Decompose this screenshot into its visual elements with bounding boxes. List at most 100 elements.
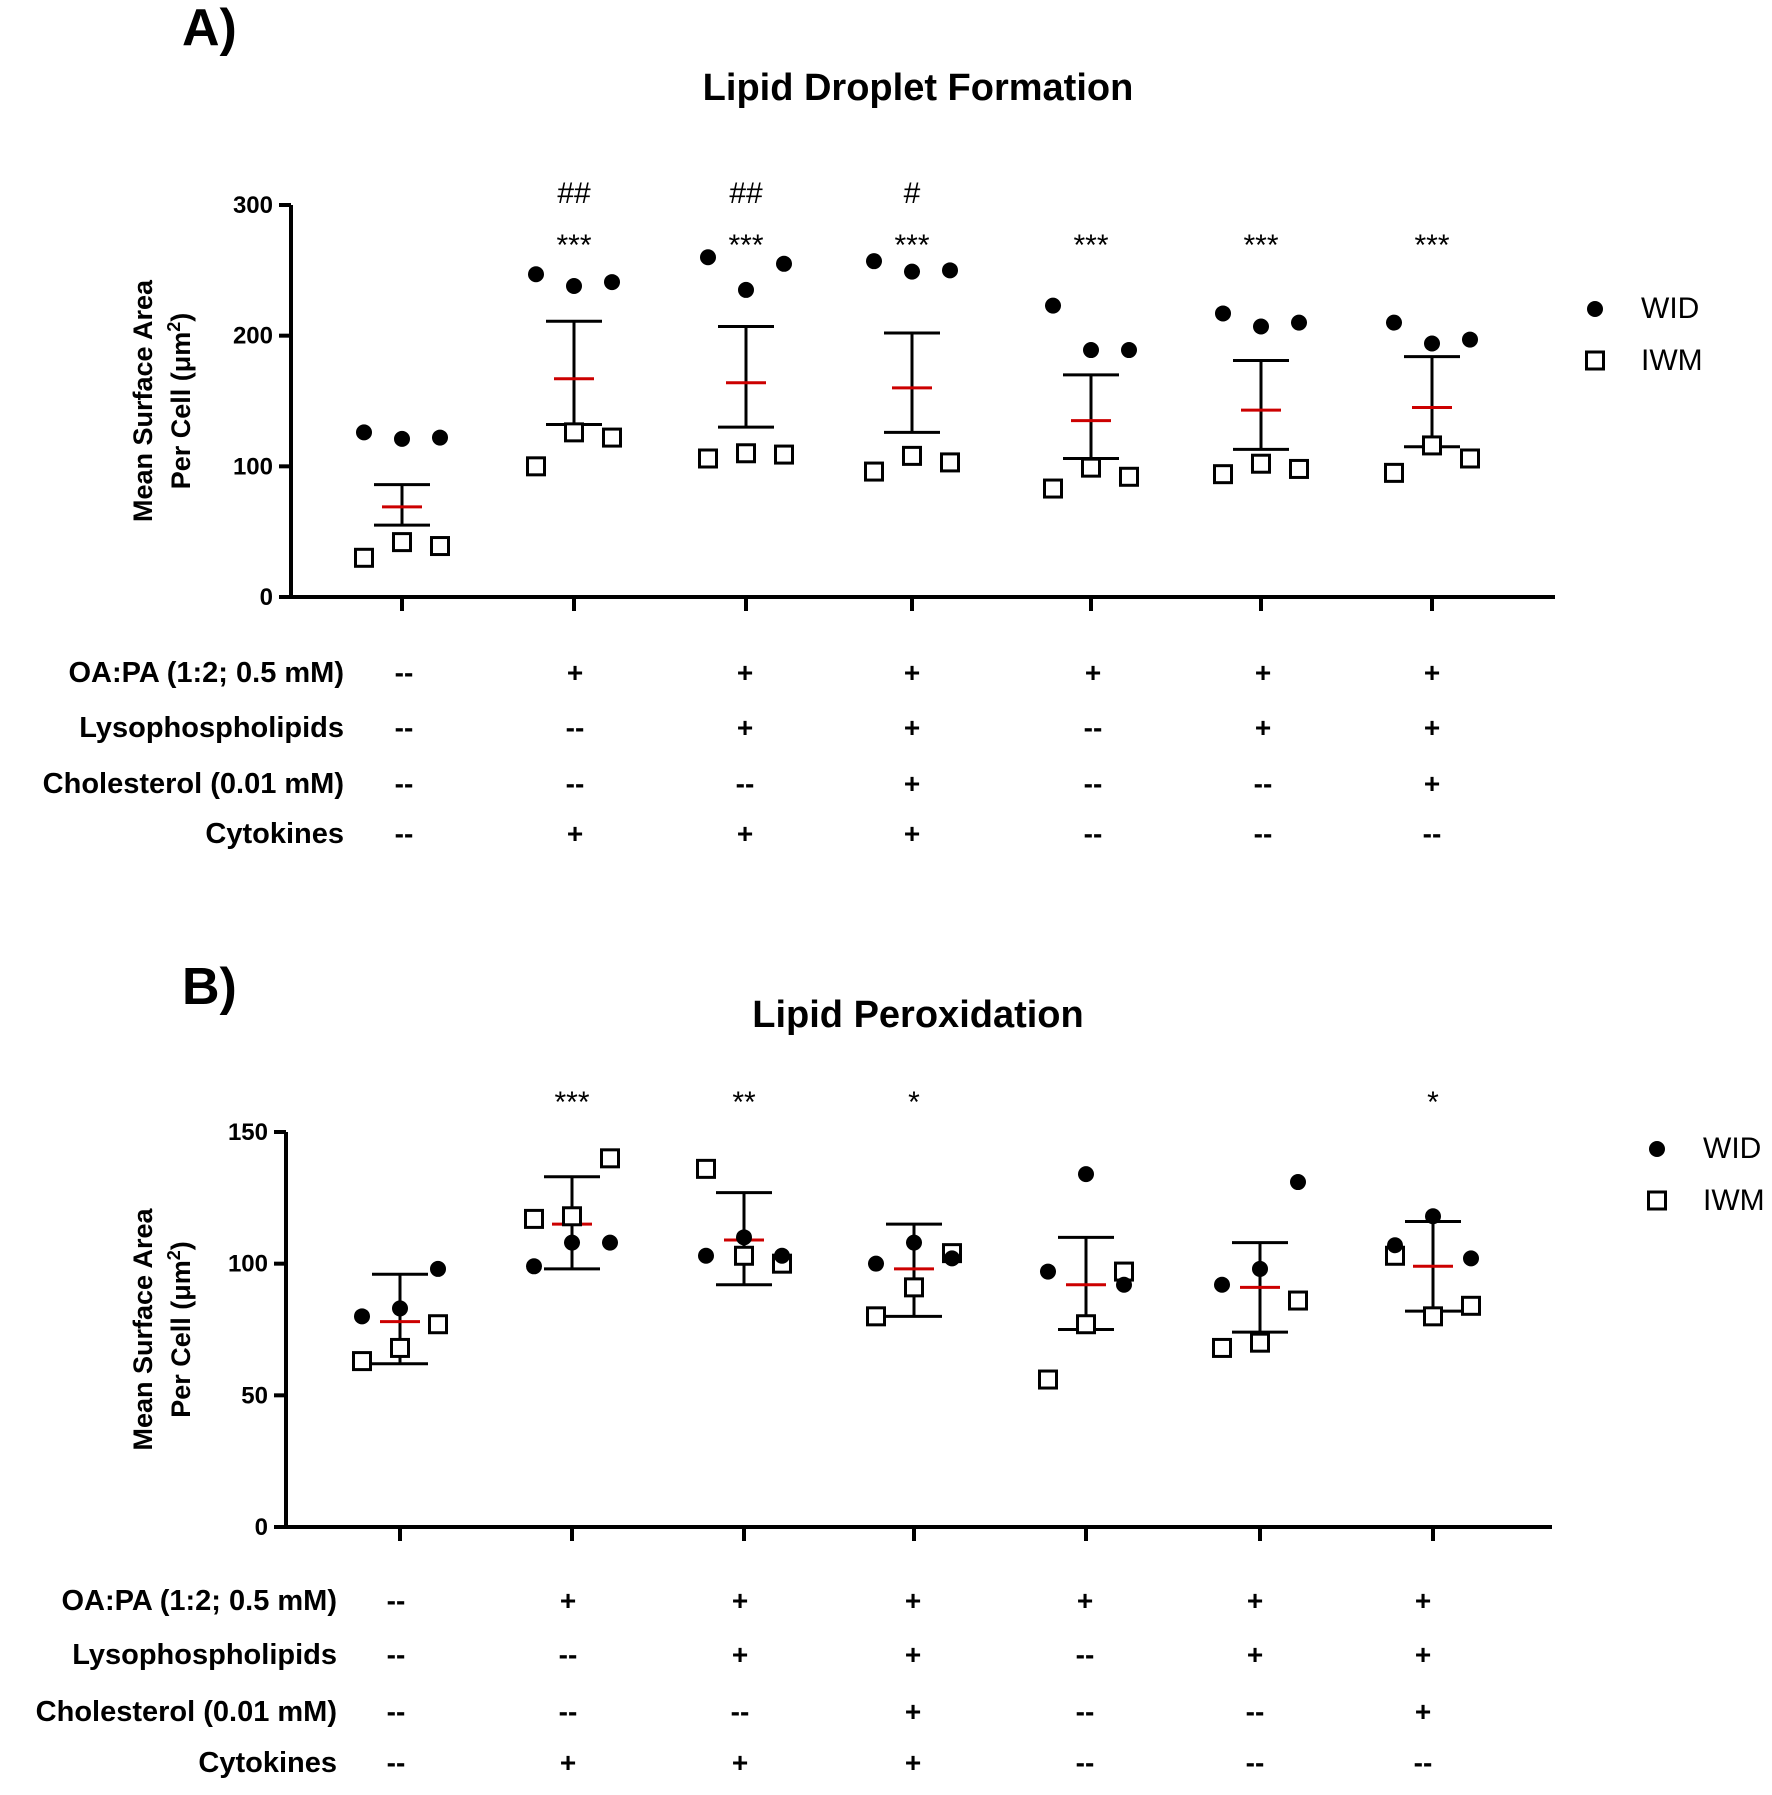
y-tick-label: 100 (233, 453, 273, 480)
wid-point (1215, 305, 1231, 322)
iwm-point (696, 1158, 716, 1179)
wid-point (392, 1300, 408, 1317)
wid-point (1116, 1276, 1132, 1293)
wid-point (356, 424, 372, 441)
condition-cell: -- (387, 1585, 406, 1616)
condition-cell: -- (395, 768, 414, 799)
iwm-point (1038, 1369, 1058, 1390)
chart-title: Lipid Peroxidation (752, 994, 1083, 1036)
y-axis-label-line-1: Mean Surface Area (128, 279, 158, 522)
iwm-point (1461, 1295, 1481, 1316)
wid-point (394, 430, 410, 447)
data-group-5: *** (1043, 229, 1139, 611)
significance-hash: # (904, 177, 921, 210)
y-axis-label-line-1: Mean Surface Area (128, 1207, 158, 1450)
condition-cell: + (567, 657, 583, 688)
iwm-point (774, 444, 794, 465)
y-tick-label: 0 (260, 584, 273, 611)
iwm-point (600, 1148, 620, 1169)
condition-cell: -- (395, 712, 414, 743)
condition-row-label: Cholesterol (0.01 mM) (36, 1696, 337, 1728)
data-group-3: ** (696, 1086, 792, 1541)
condition-cell: -- (1084, 818, 1103, 849)
condition-cell: -- (1423, 818, 1442, 849)
legend-iwm-marker (1585, 350, 1605, 371)
condition-cell: + (1255, 712, 1271, 743)
wid-point (736, 1229, 752, 1246)
iwm-point (866, 1306, 886, 1327)
wid-point (1387, 1237, 1403, 1254)
condition-cell: -- (559, 1696, 578, 1727)
condition-row-label: OA:PA (1:2; 0.5 mM) (61, 1585, 337, 1617)
condition-cell: -- (1246, 1696, 1265, 1727)
conditions-table: OA:PA (1:2; 0.5 mM)--++++++Lysophospholi… (43, 657, 1442, 850)
wid-point (1040, 1263, 1056, 1280)
legend-iwm-marker (1647, 1190, 1667, 1211)
wid-point (738, 281, 754, 298)
wid-point (354, 1308, 370, 1325)
y-axis-label-close: ) (166, 1241, 196, 1250)
iwm-point (354, 547, 374, 568)
condition-cell: -- (1084, 768, 1103, 799)
legend-wid-label: WID (1703, 1132, 1761, 1165)
significance-stars: ** (732, 1086, 756, 1119)
condition-cell: + (732, 1585, 748, 1616)
condition-cell: + (1247, 1585, 1263, 1616)
wid-point (1252, 1260, 1268, 1277)
condition-cell: + (904, 768, 920, 799)
condition-cell: + (904, 712, 920, 743)
iwm-point (1081, 457, 1101, 478)
data-group-7: * (1385, 1086, 1481, 1541)
iwm-point (1423, 1306, 1443, 1327)
condition-cell: + (567, 818, 583, 849)
legend-iwm-label: IWM (1703, 1184, 1765, 1217)
condition-cell: -- (395, 657, 414, 688)
y-tick-label: 300 (233, 192, 273, 219)
wid-point (566, 278, 582, 295)
condition-cell: + (1424, 657, 1440, 688)
significance-stars: *** (728, 229, 763, 262)
condition-cell: + (732, 1747, 748, 1778)
condition-cell: -- (395, 818, 414, 849)
condition-cell: + (904, 818, 920, 849)
iwm-point (352, 1351, 372, 1372)
condition-cell: + (1255, 657, 1271, 688)
condition-cell: + (737, 712, 753, 743)
condition-cell: + (1247, 1639, 1263, 1670)
data-group-1 (352, 1260, 448, 1541)
iwm-point (428, 1314, 448, 1335)
y-axis-label-close: ) (166, 313, 196, 322)
condition-row-label: Lysophospholipids (72, 1639, 337, 1671)
data-group-3: ***## (698, 177, 794, 611)
iwm-point (1422, 435, 1442, 456)
data-group-7: *** (1384, 229, 1480, 611)
data-group-4: ***# (864, 177, 960, 611)
y-axis-label-superscript: 2 (164, 322, 184, 332)
y-axis-label-superscript: 2 (164, 1250, 184, 1260)
condition-cell: + (737, 657, 753, 688)
condition-cell: + (905, 1585, 921, 1616)
iwm-point (902, 445, 922, 466)
panel-label: B) (182, 958, 237, 1016)
condition-cell: -- (559, 1639, 578, 1670)
condition-cell: -- (731, 1696, 750, 1727)
significance-stars: *** (556, 229, 591, 262)
wid-point (1078, 1166, 1094, 1183)
condition-cell: + (1424, 768, 1440, 799)
legend-wid-marker (1649, 1141, 1665, 1157)
iwm-point (1460, 448, 1480, 469)
condition-cell: -- (1084, 712, 1103, 743)
y-tick-label: 100 (228, 1251, 268, 1278)
condition-cell: -- (1076, 1639, 1095, 1670)
condition-row-label: Cytokines (198, 1747, 337, 1779)
condition-cell: + (560, 1585, 576, 1616)
conditions-table: OA:PA (1:2; 0.5 mM) -- + + + + + + Lysophospholi… (36, 1585, 1433, 1779)
wid-point (1083, 342, 1099, 359)
significance-stars: * (1427, 1086, 1439, 1119)
data-group-6 (1212, 1174, 1308, 1541)
significance-stars: *** (1243, 229, 1278, 262)
condition-cell: -- (566, 712, 585, 743)
